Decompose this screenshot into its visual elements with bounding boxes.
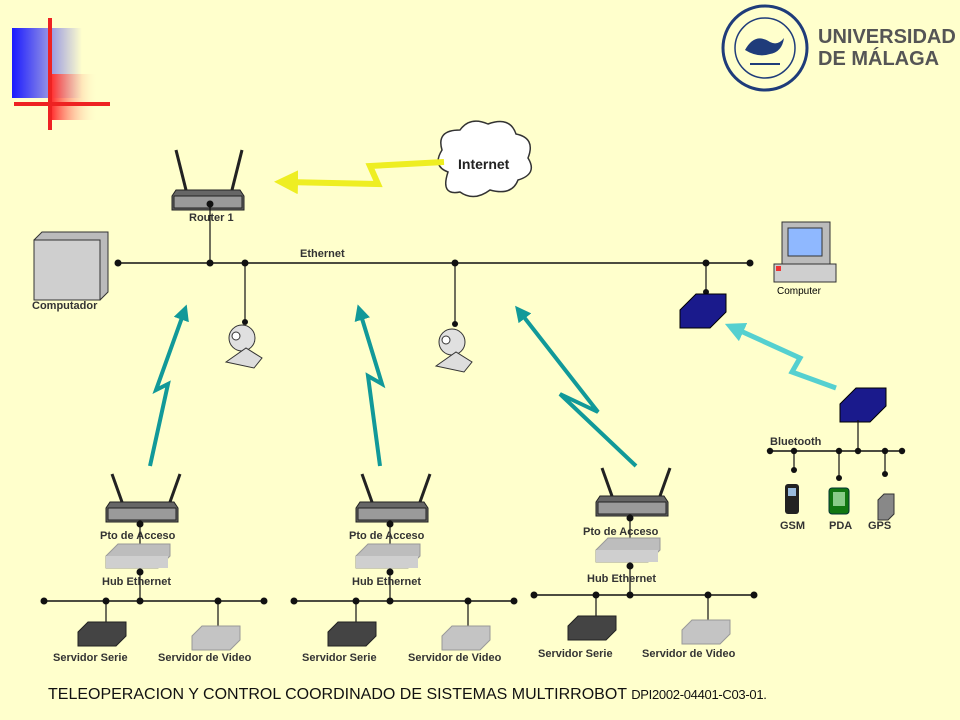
access-point-label: Pto de Acceso — [349, 530, 425, 542]
university-seal-logo — [721, 4, 809, 92]
serial-server-label: Servidor Serie — [538, 648, 613, 660]
internet-cloud — [437, 120, 533, 198]
computer-left-label: Computador — [32, 300, 98, 312]
footer-title-text: TELEOPERACION Y CONTROL COORDINADO DE SI… — [48, 686, 627, 703]
internet-label: Internet — [458, 156, 510, 172]
bus-node — [260, 597, 268, 605]
bus-node — [750, 591, 758, 599]
computer-right-icon — [773, 221, 837, 283]
bus-node — [510, 597, 518, 605]
computer-left-icon — [33, 231, 109, 301]
branch-1 — [40, 473, 268, 651]
gps-icon — [877, 493, 895, 521]
bus-node — [136, 597, 144, 605]
ethernet-label: Ethernet — [300, 248, 345, 260]
gsm-phone-icon — [785, 484, 799, 514]
bluetooth-wireless-link — [724, 323, 837, 391]
pda-icon — [828, 487, 850, 515]
gsm-label: GSM — [780, 520, 806, 532]
bluetooth-hub — [766, 387, 906, 481]
router-1-icon — [171, 149, 245, 262]
video-server-label: Servidor de Video — [642, 648, 736, 660]
university-name: UNIVERSIDAD DE MÁLAGA — [818, 26, 956, 70]
video-server-icon — [441, 625, 491, 651]
ethernet-hub-icon — [355, 543, 421, 569]
camera-1-icon — [224, 263, 263, 369]
access-point-label: Pto de Acceso — [100, 530, 176, 542]
access-point-icon — [355, 473, 432, 528]
university-name-line2: DE MÁLAGA — [818, 48, 940, 70]
router-label: Router 1 — [189, 212, 234, 224]
video-server-icon — [681, 619, 731, 645]
video-server-label: Servidor de Video — [158, 652, 252, 664]
serial-server-icon — [567, 615, 617, 641]
wireless-link-3 — [515, 305, 638, 468]
serial-server-icon — [77, 621, 127, 647]
branch-2 — [290, 473, 518, 651]
video-server-icon — [191, 625, 241, 651]
computer-right-label: Computer — [777, 286, 821, 297]
bluetooth-label: Bluetooth — [770, 436, 822, 448]
hub-label: Hub Ethernet — [587, 573, 657, 585]
serial-server-label: Servidor Serie — [53, 652, 128, 664]
access-point-icon — [595, 467, 672, 522]
footer-grant-code: DPI2002-04401-C03-01. — [631, 687, 767, 702]
branch-3 — [530, 467, 758, 645]
wireless-link-1 — [148, 304, 189, 467]
ethernet-hub-icon — [105, 543, 171, 569]
footer-title: TELEOPERACION Y CONTROL COORDINADO DE SI… — [48, 686, 767, 704]
video-server-label: Servidor de Video — [408, 652, 502, 664]
serial-server-icon — [327, 621, 377, 647]
access-point-icon — [105, 473, 182, 528]
access-point-label: Pto de Acceso — [583, 526, 659, 538]
hub-label: Hub Ethernet — [102, 576, 172, 588]
serial-server-label: Servidor Serie — [302, 652, 377, 664]
corner-logo — [12, 18, 940, 130]
bus-node — [290, 597, 298, 605]
bus-node — [40, 597, 48, 605]
hub-label: Hub Ethernet — [352, 576, 422, 588]
internet-wireless-link — [274, 159, 445, 195]
wireless-link-2 — [354, 304, 386, 467]
ethernet-bus — [114, 259, 754, 267]
bus-node — [386, 597, 394, 605]
university-name-line1: UNIVERSIDAD — [818, 26, 956, 48]
bus-node — [530, 591, 538, 599]
switch-icon — [679, 263, 727, 329]
pda-label: PDA — [829, 520, 853, 532]
gps-label: GPS — [868, 520, 892, 532]
camera-2-icon — [434, 263, 473, 373]
bus-node — [626, 591, 634, 599]
ethernet-hub-icon — [595, 537, 661, 563]
